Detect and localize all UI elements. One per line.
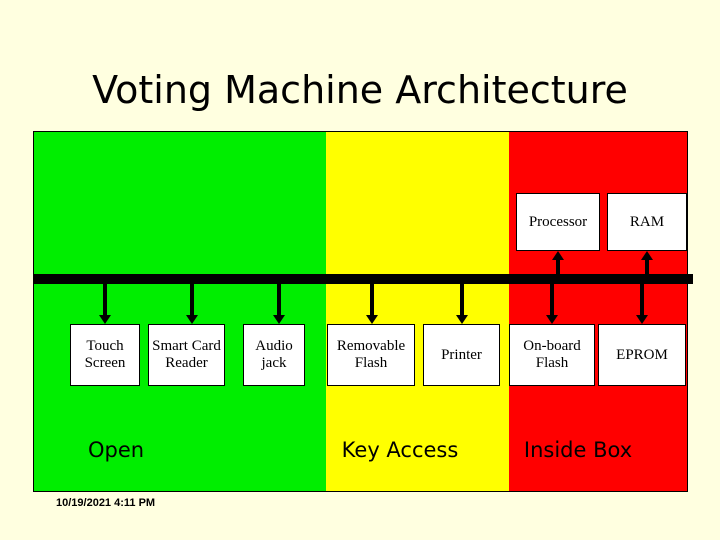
- component-label: Removable Flash: [336, 338, 406, 371]
- component-label: RAM: [629, 213, 665, 230]
- arrow-processor-to-bus: [552, 251, 564, 275]
- component-label: On-board Flash: [523, 338, 581, 371]
- component-processor: Processor: [516, 193, 600, 251]
- component-printer: Printer: [423, 324, 500, 386]
- component-smart-card-reader: Smart Card Reader: [148, 324, 225, 386]
- component-label: Printer: [441, 346, 482, 363]
- arrow-bus-to-printer: [456, 284, 468, 324]
- date-stamp: 10/19/2021 4:11 PM: [56, 497, 156, 509]
- component-label: EPROM: [616, 346, 668, 363]
- arrow-ram-to-bus: [641, 251, 653, 275]
- architecture-diagram: [33, 131, 688, 492]
- arrow-bus-to-smart-card-reader: [186, 284, 198, 324]
- arrow-bus-to-touch-screen: [99, 284, 111, 324]
- component-label: Touch Screen: [84, 338, 126, 371]
- component-audio-jack: Audio jack: [243, 324, 305, 386]
- component-touch-screen: Touch Screen: [70, 324, 140, 386]
- arrow-bus-to-removable-flash: [366, 284, 378, 324]
- arrow-bus-to-eprom: [636, 284, 648, 324]
- component-ram: RAM: [607, 193, 687, 251]
- component-label: Smart Card Reader: [152, 338, 221, 371]
- zone-key-access: [326, 132, 509, 491]
- page-title: Voting Machine Architecture: [92, 68, 628, 112]
- zone-caption-key-access: Key Access: [341, 438, 459, 462]
- component-removable-flash: Removable Flash: [327, 324, 415, 386]
- component-label: Processor: [528, 213, 588, 230]
- zone-caption-open: Open: [87, 438, 145, 462]
- arrow-bus-to-on-board-flash: [546, 284, 558, 324]
- zone-caption-inside-box: Inside Box: [523, 438, 633, 462]
- zone-inside-box: [509, 132, 687, 491]
- component-label: Audio jack: [255, 338, 293, 371]
- arrow-bus-to-audio-jack: [273, 284, 285, 324]
- component-on-board-flash: On-board Flash: [509, 324, 595, 386]
- component-eprom: EPROM: [598, 324, 686, 386]
- system-bus: [33, 274, 693, 284]
